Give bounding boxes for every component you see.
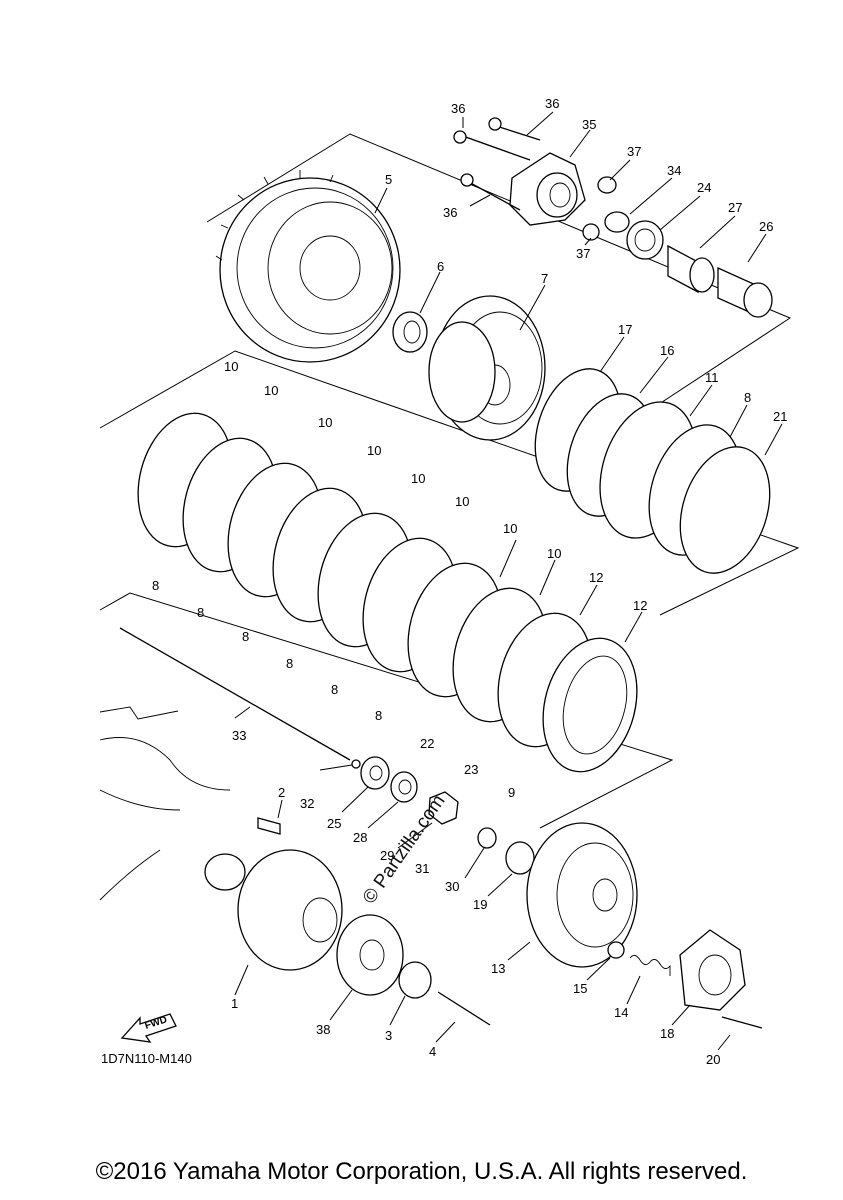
callout-10: 10: [411, 471, 425, 486]
callout-2: 2: [278, 785, 285, 800]
clutch-plate-stack: [137, 412, 638, 773]
pressure-plate-group: [526, 822, 763, 1029]
clutch-housing: [215, 170, 401, 363]
copyright-notice: ©2016 Yamaha Motor Corporation, U.S.A. A…: [95, 1158, 748, 1185]
callout-10: 10: [547, 546, 561, 561]
callout-16: 16: [660, 343, 674, 358]
callout-19: 19: [473, 897, 487, 912]
callout-10: 10: [318, 415, 332, 430]
callout-10: 10: [367, 443, 381, 458]
callout-10: 10: [455, 494, 469, 509]
callout-8: 8: [197, 605, 204, 620]
callout-32: 32: [300, 796, 314, 811]
callout-14: 14: [614, 1005, 628, 1020]
hub-hardware: [360, 756, 535, 875]
callout-26: 26: [759, 219, 773, 234]
diagram-code: 1D7N110-M140: [101, 1051, 192, 1066]
callout-29: 29: [380, 848, 394, 863]
cushion-rings: [534, 368, 771, 574]
callout-12: 12: [633, 598, 647, 613]
callout-15: 15: [573, 981, 587, 996]
callout-36: 36: [451, 101, 465, 116]
callout-8: 8: [286, 656, 293, 671]
callout-12: 12: [589, 570, 603, 585]
callout-35: 35: [582, 117, 596, 132]
callout-36: 36: [443, 205, 457, 220]
callout-10: 10: [503, 521, 517, 536]
callout-17: 17: [618, 322, 632, 337]
callout-9: 9: [508, 785, 515, 800]
push-lever-assembly: [453, 117, 617, 241]
section-outlines: [99, 133, 800, 829]
callout-34: 34: [667, 163, 681, 178]
callout-28: 28: [353, 830, 367, 845]
callout-8: 8: [152, 578, 159, 593]
callout-3: 3: [385, 1028, 392, 1043]
callout-36: 36: [545, 96, 559, 111]
callout-10: 10: [224, 359, 238, 374]
callout-6: 6: [437, 259, 444, 274]
forward-direction-arrow: FWD: [120, 1013, 177, 1043]
callout-24: 24: [697, 180, 711, 195]
callout-18: 18: [660, 1026, 674, 1041]
push-rod-and-case: [99, 627, 361, 901]
callout-10: 10: [264, 383, 278, 398]
right-shaft-parts: [604, 211, 773, 318]
callout-21: 21: [773, 409, 787, 424]
thrust-spacer: [392, 311, 428, 353]
callout-7: 7: [541, 271, 548, 286]
callout-37: 37: [576, 246, 590, 261]
callout-22: 22: [420, 736, 434, 751]
callout-5: 5: [385, 172, 392, 187]
callout-11: 11: [705, 370, 719, 385]
callout-4: 4: [429, 1044, 436, 1059]
callout-8: 8: [242, 629, 249, 644]
clutch-boss: [428, 295, 546, 441]
callout-20: 20: [706, 1052, 720, 1067]
callout-38: 38: [316, 1022, 330, 1037]
leader-lines: [234, 111, 783, 1051]
callout-30: 30: [445, 879, 459, 894]
watermark: © Partzilla.com: [359, 791, 450, 908]
callout-23: 23: [464, 762, 478, 777]
callout-31: 31: [415, 861, 429, 876]
primary-gear-group: [237, 849, 491, 1026]
callout-1: 1: [231, 996, 238, 1011]
callout-8: 8: [744, 390, 751, 405]
callout-27: 27: [728, 200, 742, 215]
callout-37: 37: [627, 144, 641, 159]
callout-8: 8: [331, 682, 338, 697]
part-callouts: 36 36 35 37 34 24 27 26 36 37 5 6 7 17 1…: [152, 96, 787, 1067]
callout-8: 8: [375, 708, 382, 723]
callout-13: 13: [491, 961, 505, 976]
callout-25: 25: [327, 816, 341, 831]
callout-33: 33: [232, 728, 246, 743]
